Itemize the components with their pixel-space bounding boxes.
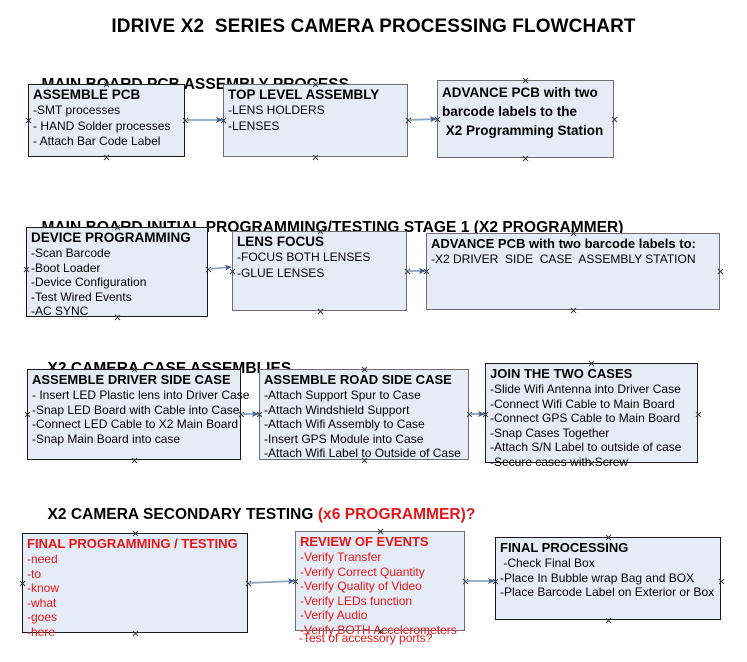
- node-line: -here: [27, 624, 56, 639]
- node-line: -Attach Support Spur to Case: [264, 388, 421, 402]
- node-line: -Place In Bubble wrap Bag and BOX: [500, 570, 695, 585]
- node-body: FINAL PROCESSING -Check Final Box -Place…: [500, 540, 718, 600]
- node-title: FINAL PROCESSING: [500, 540, 629, 555]
- connector-top-level-assembly-to-advance-pcb[interactable]: [408, 116, 437, 123]
- section-heading-x2-camera-secondary-testing: X2 CAMERA SECONDARY TESTING (x6 PROGRAMM…: [30, 488, 475, 542]
- node-device-programming[interactable]: DEVICE PROGRAMMING -Scan Barcode -Boot L…: [26, 227, 208, 319]
- node-line: -Snap LED Board with Cable into Case: [32, 402, 240, 417]
- node-body: ADVANCE PCB with two barcode labels to: …: [431, 236, 717, 268]
- node-assemble-pcb[interactable]: ASSEMBLE PCB -SMT processes - HAND Solde…: [28, 84, 185, 157]
- node-title: ASSEMBLE PCB: [33, 87, 141, 102]
- node-line: -Attach Windshield Support: [264, 402, 410, 417]
- section-heading-text: X2 CAMERA SECONDARY TESTING: [47, 506, 318, 523]
- node-line: -Slide Wifi Antenna into Driver Case: [490, 382, 681, 396]
- node-line: - Attach Bar Code Label: [33, 134, 161, 148]
- node-line: -Check Final Box: [500, 556, 595, 570]
- node-line: -Verify LEDs function: [300, 593, 413, 608]
- node-line: -FOCUS BOTH LENSES: [237, 250, 371, 264]
- node-title: TOP LEVEL ASSEMBLY: [228, 87, 380, 102]
- section-heading-accent: (x6 PROGRAMMER)?: [317, 506, 476, 523]
- node-line: -need: [27, 552, 58, 566]
- node-assemble-road-side-case[interactable]: ASSEMBLE ROAD SIDE CASE -Attach Support …: [259, 369, 469, 460]
- node-advance-pcb-to-programming-station[interactable]: ADVANCE PCB with two barcode labels to t…: [437, 80, 614, 158]
- node-line: -what: [27, 595, 57, 610]
- node-body: JOIN THE TWO CASES -Slide Wifi Antenna i…: [490, 366, 695, 469]
- node-line: -LENSES: [228, 118, 280, 133]
- node-body: ASSEMBLE PCB -SMT processes - HAND Solde…: [33, 87, 182, 150]
- node-body: REVIEW OF EVENTS -Verify Transfer -Verif…: [300, 534, 462, 637]
- connector-device-programming-to-lens-focus[interactable]: [208, 264, 232, 271]
- node-lens-focus[interactable]: LENS FOCUS -FOCUS BOTH LENSES -GLUE LENS…: [232, 231, 407, 311]
- node-advance-pcb-to-driver-side-case[interactable]: ADVANCE PCB with two barcode labels to: …: [426, 233, 720, 310]
- node-body: TOP LEVEL ASSEMBLY -LENS HOLDERS -LENSES: [228, 87, 405, 134]
- node-line: -Boot Loader: [31, 260, 101, 275]
- node-line: -Verify Correct Quantity: [300, 564, 425, 579]
- node-line: -Insert GPS Module into Case: [264, 431, 424, 446]
- node-line: barcode labels to the: [442, 104, 578, 119]
- node-assemble-driver-side-case[interactable]: ASSEMBLE DRIVER SIDE CASE - Insert LED P…: [27, 369, 249, 460]
- connector-final-programming-to-review[interactable]: [248, 578, 295, 585]
- node-line: -Verify Audio: [300, 608, 368, 622]
- node-final-processing[interactable]: FINAL PROCESSING -Check Final Box -Place…: [495, 537, 721, 620]
- node-title: DEVICE PROGRAMMING: [31, 230, 191, 245]
- node-line: -LENS HOLDERS: [228, 103, 325, 117]
- node-body: LENS FOCUS -FOCUS BOTH LENSES -GLUE LENS…: [237, 234, 404, 281]
- node-title: ADVANCE PCB with two: [442, 85, 598, 100]
- node-join-the-two-cases[interactable]: JOIN THE TWO CASES -Slide Wifi Antenna i…: [485, 363, 698, 469]
- node-line: -Connect Wifi Cable to Main Board: [490, 396, 675, 411]
- node-line: -Place Barcode Label on Exterior or Box: [500, 585, 715, 599]
- node-final-programming-testing[interactable]: FINAL PROGRAMMING / TESTING -need -to -k…: [22, 533, 248, 639]
- node-line: -Test Wired Events: [31, 289, 132, 304]
- node-line: -GLUE LENSES: [237, 265, 325, 280]
- page-title: IDRIVE X2 SERIES CAMERA PROCESSING FLOWC…: [111, 16, 636, 37]
- node-title: REVIEW OF EVENTS: [300, 534, 429, 549]
- node-line: -Connect GPS Cable to Main Board: [490, 411, 681, 425]
- node-line: -Snap Main Board into case: [32, 431, 181, 446]
- node-line: - HAND Solder processes: [33, 118, 171, 133]
- node-top-level-assembly[interactable]: TOP LEVEL ASSEMBLY -LENS HOLDERS -LENSES: [223, 84, 408, 157]
- node-line: -goes: [27, 610, 58, 624]
- node-line: -Verify Transfer: [300, 550, 382, 564]
- node-line: -Scan Barcode: [31, 246, 111, 260]
- node-body: ASSEMBLE ROAD SIDE CASE -Attach Support …: [264, 372, 466, 461]
- node-title: FINAL PROGRAMMING / TESTING: [27, 536, 238, 551]
- node-line: -Attach S/N Label to outside of case: [490, 440, 682, 454]
- node-review-of-events[interactable]: REVIEW OF EVENTS -Verify Transfer -Verif…: [295, 531, 465, 637]
- node-line: -Secure cases with Screw: [490, 454, 629, 469]
- node-line: -SMT processes: [33, 103, 121, 117]
- node-body: FINAL PROGRAMMING / TESTING -need -to -k…: [27, 536, 245, 639]
- node-title: JOIN THE TWO CASES: [490, 366, 633, 381]
- node-line: -Verify Quality of Video: [300, 579, 422, 593]
- node-line: -X2 DRIVER SIDE CASE ASSEMBLY STATION: [431, 252, 696, 266]
- node-line: -Attach Wifi Assembly to Case: [264, 417, 425, 431]
- node-line: -AC SYNC: [31, 304, 89, 318]
- node-line: -Device Configuration: [31, 275, 147, 289]
- node-line: X2 Programming Station: [442, 123, 604, 138]
- node-line: -know: [27, 581, 60, 595]
- node-line-overflow: -Test of accessory ports?: [299, 631, 433, 645]
- node-title: ADVANCE PCB with two barcode labels to:: [431, 236, 696, 251]
- node-line: -to: [27, 566, 42, 581]
- node-title: ASSEMBLE DRIVER SIDE CASE: [32, 372, 231, 387]
- node-body: ADVANCE PCB with two barcode labels to t…: [442, 83, 611, 140]
- node-line: -Connect LED Cable to X2 Main Board: [32, 417, 239, 431]
- node-line: -Attach Wifi Label to Outside of Case: [264, 446, 461, 460]
- node-line: -Snap Cases Together: [490, 425, 610, 440]
- node-body: DEVICE PROGRAMMING -Scan Barcode -Boot L…: [31, 230, 205, 319]
- node-title: ASSEMBLE ROAD SIDE CASE: [264, 372, 452, 387]
- node-line: -Verify BOTH Accelerometers: [300, 622, 457, 637]
- node-title: LENS FOCUS: [237, 234, 325, 249]
